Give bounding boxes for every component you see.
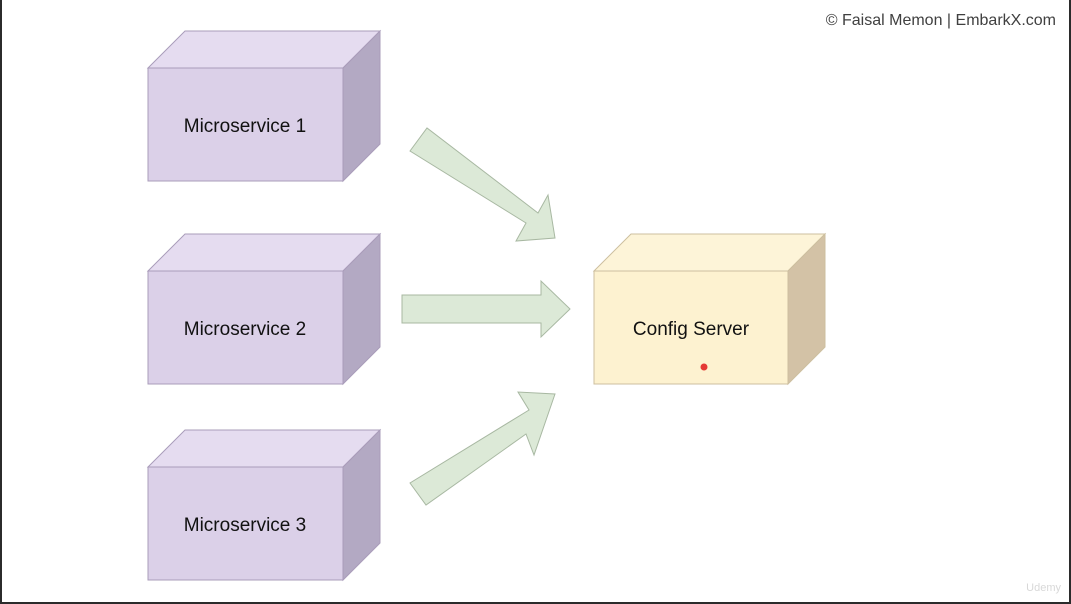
microservice-1-label: Microservice 1 bbox=[184, 116, 306, 137]
copyright-text: © Faisal Memon | EmbarkX.com bbox=[825, 12, 1056, 29]
microservice-2-box: Microservice 2 bbox=[146, 232, 382, 386]
arrow-microservice-1-to-config bbox=[409, 127, 556, 242]
microservice-3-box: Microservice 3 bbox=[146, 428, 382, 582]
arrow-microservice-2-to-config bbox=[401, 279, 571, 339]
config-server-box: Config Server bbox=[592, 232, 827, 386]
config-server-label: Config Server bbox=[633, 319, 750, 340]
microservice-1-front-face bbox=[147, 67, 344, 182]
microservice-2-label: Microservice 2 bbox=[184, 319, 306, 340]
config-server-top-face bbox=[592, 233, 827, 272]
microservice-3-front-face bbox=[147, 466, 344, 581]
arrow-microservice-3-to-config bbox=[409, 391, 556, 506]
microservice-1-top-face bbox=[146, 30, 382, 69]
pointer-dot bbox=[700, 363, 708, 371]
udemy-watermark: Udemy bbox=[1026, 582, 1061, 594]
microservice-1-box: Microservice 1 bbox=[146, 29, 382, 183]
microservice-2-top-face bbox=[146, 233, 382, 272]
microservice-2-front-face bbox=[147, 270, 344, 385]
config-server-front-face bbox=[593, 270, 789, 385]
microservice-3-label: Microservice 3 bbox=[184, 515, 306, 536]
microservice-3-top-face bbox=[146, 429, 382, 468]
